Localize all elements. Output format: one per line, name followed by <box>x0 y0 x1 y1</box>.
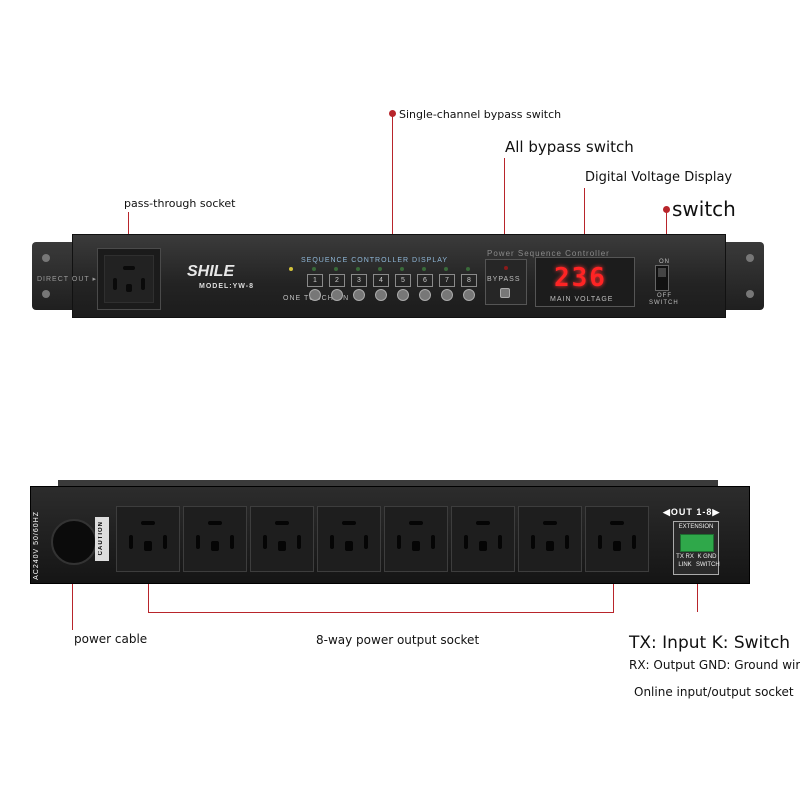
direct-out-label: DIRECT OUT ▸ <box>37 276 97 283</box>
output-socket-7[interactable] <box>518 506 582 572</box>
rack-ear-right <box>720 242 764 310</box>
pass-through-socket[interactable] <box>97 248 161 310</box>
output-socket-4[interactable] <box>317 506 381 572</box>
output-socket-1[interactable] <box>116 506 180 572</box>
output-socket-2[interactable] <box>183 506 247 572</box>
voltage-value: 236 <box>554 263 607 293</box>
callout-power-cable: power cable <box>74 632 148 646</box>
caution-sticker: CAUTION <box>95 517 109 561</box>
leader-line-power-cable <box>72 564 73 630</box>
main-voltage-label: MAIN VOLTAGE <box>550 296 614 303</box>
switch-terminal-label: SWITCH <box>696 562 720 568</box>
rating-label: AC240V 50/60HZ <box>33 511 40 580</box>
extension-terminal: EXTENSION TX RX K GND LINK SWITCH <box>673 521 720 575</box>
channel-number-2: 2 <box>329 274 345 287</box>
channel-led-5 <box>400 267 404 271</box>
callout-tx-line: TX: Input K: Switch <box>629 633 791 653</box>
output-socket-6[interactable] <box>451 506 515 572</box>
output-socket-8[interactable] <box>585 506 649 572</box>
bypass-box: BYPASS <box>485 259 527 305</box>
leader-line-terminal <box>697 572 698 612</box>
leader-dot-single-bypass <box>389 110 396 117</box>
channel-led-2 <box>334 267 338 271</box>
link-label: LINK <box>678 562 692 568</box>
model-label: MODEL:YW-8 <box>199 283 254 290</box>
callout-single-bypass: Single-channel bypass switch <box>399 108 562 121</box>
leader-line-all-bypass <box>504 158 505 258</box>
channel-number-7: 7 <box>439 274 455 287</box>
bypass-label: BYPASS <box>487 276 521 283</box>
leader-line-voltage <box>584 188 585 258</box>
channel-led-3 <box>356 267 360 271</box>
bypass-led <box>504 266 508 270</box>
channel-number-3: 3 <box>351 274 367 287</box>
brand-logo: SHILE <box>187 263 235 280</box>
callout-all-bypass: All bypass switch <box>505 138 634 156</box>
leader-line-single-bypass <box>392 116 393 250</box>
callout-output-socket: 8-way power output socket <box>316 633 480 647</box>
callout-switch: switch <box>672 197 736 221</box>
channel-led-6 <box>422 267 426 271</box>
leader-line-pass-through <box>128 212 129 248</box>
callout-rx-line: RX: Output GND: Ground wire <box>629 658 800 672</box>
callout-online-io: Online input/output socket <box>634 685 794 699</box>
power-seq-title: Power Sequence Controller <box>487 249 610 258</box>
channel-number-1: 1 <box>307 274 323 287</box>
channel-bypass-button-5[interactable] <box>397 289 409 301</box>
channel-number-5: 5 <box>395 274 411 287</box>
terminal-block[interactable] <box>680 534 714 552</box>
leader-line-output-left <box>148 566 149 612</box>
bypass-button[interactable] <box>500 288 510 298</box>
channel-bypass-button-4[interactable] <box>375 289 387 301</box>
off-label: OFF <box>657 293 672 299</box>
leader-dot-switch <box>663 206 670 213</box>
rack-ear-left <box>32 242 76 310</box>
channel-bypass-button-7[interactable] <box>441 289 453 301</box>
channel-bypass-button-2[interactable] <box>331 289 343 301</box>
leader-line-output-sockets <box>148 612 614 613</box>
channel-bypass-button-1[interactable] <box>309 289 321 301</box>
out-label: ◀OUT 1-8▶ <box>663 507 721 517</box>
channel-bypass-button-3[interactable] <box>353 289 365 301</box>
callout-pass-through: pass-through socket <box>124 197 236 210</box>
channel-number-4: 4 <box>373 274 389 287</box>
channel-number-6: 6 <box>417 274 433 287</box>
output-socket-3[interactable] <box>250 506 314 572</box>
back-panel-top <box>58 480 718 488</box>
power-cable-grommet <box>51 519 97 565</box>
power-led <box>289 267 293 271</box>
voltage-display: 236 MAIN VOLTAGE <box>535 257 635 307</box>
channel-led-1 <box>312 267 316 271</box>
channel-led-4 <box>378 267 382 271</box>
leader-line-output-right <box>613 566 614 612</box>
k-gnd-label: K GND <box>697 554 717 560</box>
channel-number-8: 8 <box>461 274 477 287</box>
power-switch[interactable] <box>655 265 669 291</box>
extension-label: EXTENSION <box>678 524 714 530</box>
output-socket-5[interactable] <box>384 506 448 572</box>
channel-bypass-button-8[interactable] <box>463 289 475 301</box>
channel-bypass-button-6[interactable] <box>419 289 431 301</box>
sequence-label: SEQUENCE CONTROLLER DISPLAY <box>301 257 449 264</box>
tx-rx-label: TX RX <box>676 554 694 560</box>
channel-led-8 <box>466 267 470 271</box>
on-label: ON <box>659 259 670 265</box>
switch-label: SWITCH <box>649 300 679 306</box>
front-panel: DIRECT OUT ▸ SHILE MODEL:YW-8 SEQUENCE C… <box>37 234 726 318</box>
channel-led-7 <box>444 267 448 271</box>
callout-voltage-display: Digital Voltage Display <box>585 170 733 185</box>
